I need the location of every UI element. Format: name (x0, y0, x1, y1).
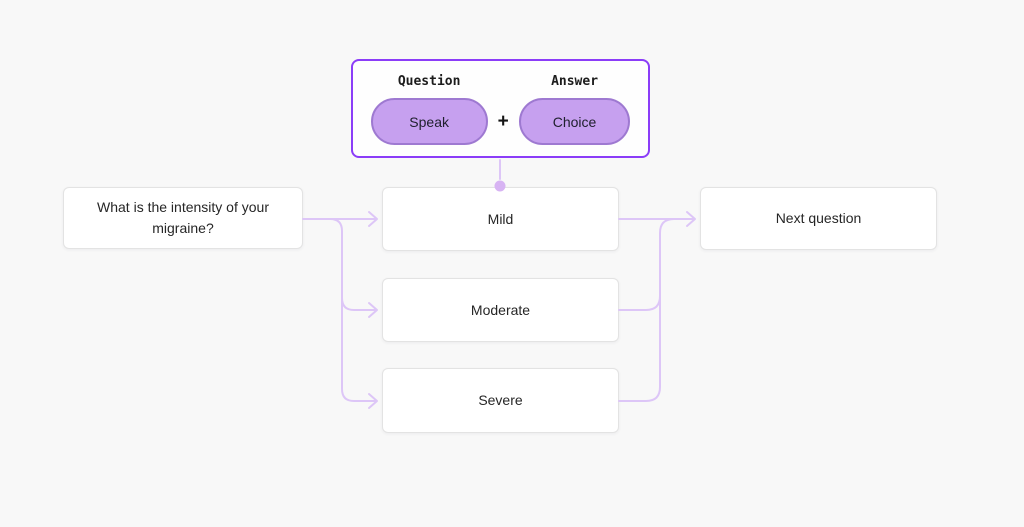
arrowhead-next (686, 211, 696, 227)
arrowhead-moderate (368, 302, 378, 318)
speak-pill[interactable]: Speak (370, 98, 488, 145)
arrowhead-mild (368, 211, 378, 227)
edge-question-severe (329, 218, 377, 402)
legend-answer-label: Answer (551, 74, 599, 89)
edge-severe-next (618, 218, 675, 402)
choice-pill[interactable]: Choice (518, 98, 631, 145)
edge-question-moderate (341, 297, 377, 311)
plus-sign: + (497, 110, 509, 132)
node-mild-label: Mild (487, 210, 514, 227)
legend-card[interactable]: Question Speak + Answer Choice (351, 59, 650, 158)
node-mild[interactable]: Mild (382, 187, 619, 251)
node-question[interactable]: What is the intensity of your migraine? (63, 187, 303, 249)
node-next-question-label: Next question (775, 210, 862, 226)
node-question-label: What is the intensity of your migraine? (97, 199, 269, 236)
arrowhead-severe (368, 393, 378, 409)
node-moderate[interactable]: Moderate (382, 278, 619, 342)
legend-answer-group: Answer Choice (518, 74, 631, 145)
legend-question-label: Question (397, 74, 461, 89)
node-next-question[interactable]: Next question (700, 187, 937, 250)
edge-moderate-next (618, 295, 661, 311)
legend-question-group: Question Speak (370, 74, 488, 145)
node-moderate-label: Moderate (470, 301, 531, 318)
node-severe-label: Severe (478, 392, 523, 408)
node-severe[interactable]: Severe (382, 368, 619, 433)
